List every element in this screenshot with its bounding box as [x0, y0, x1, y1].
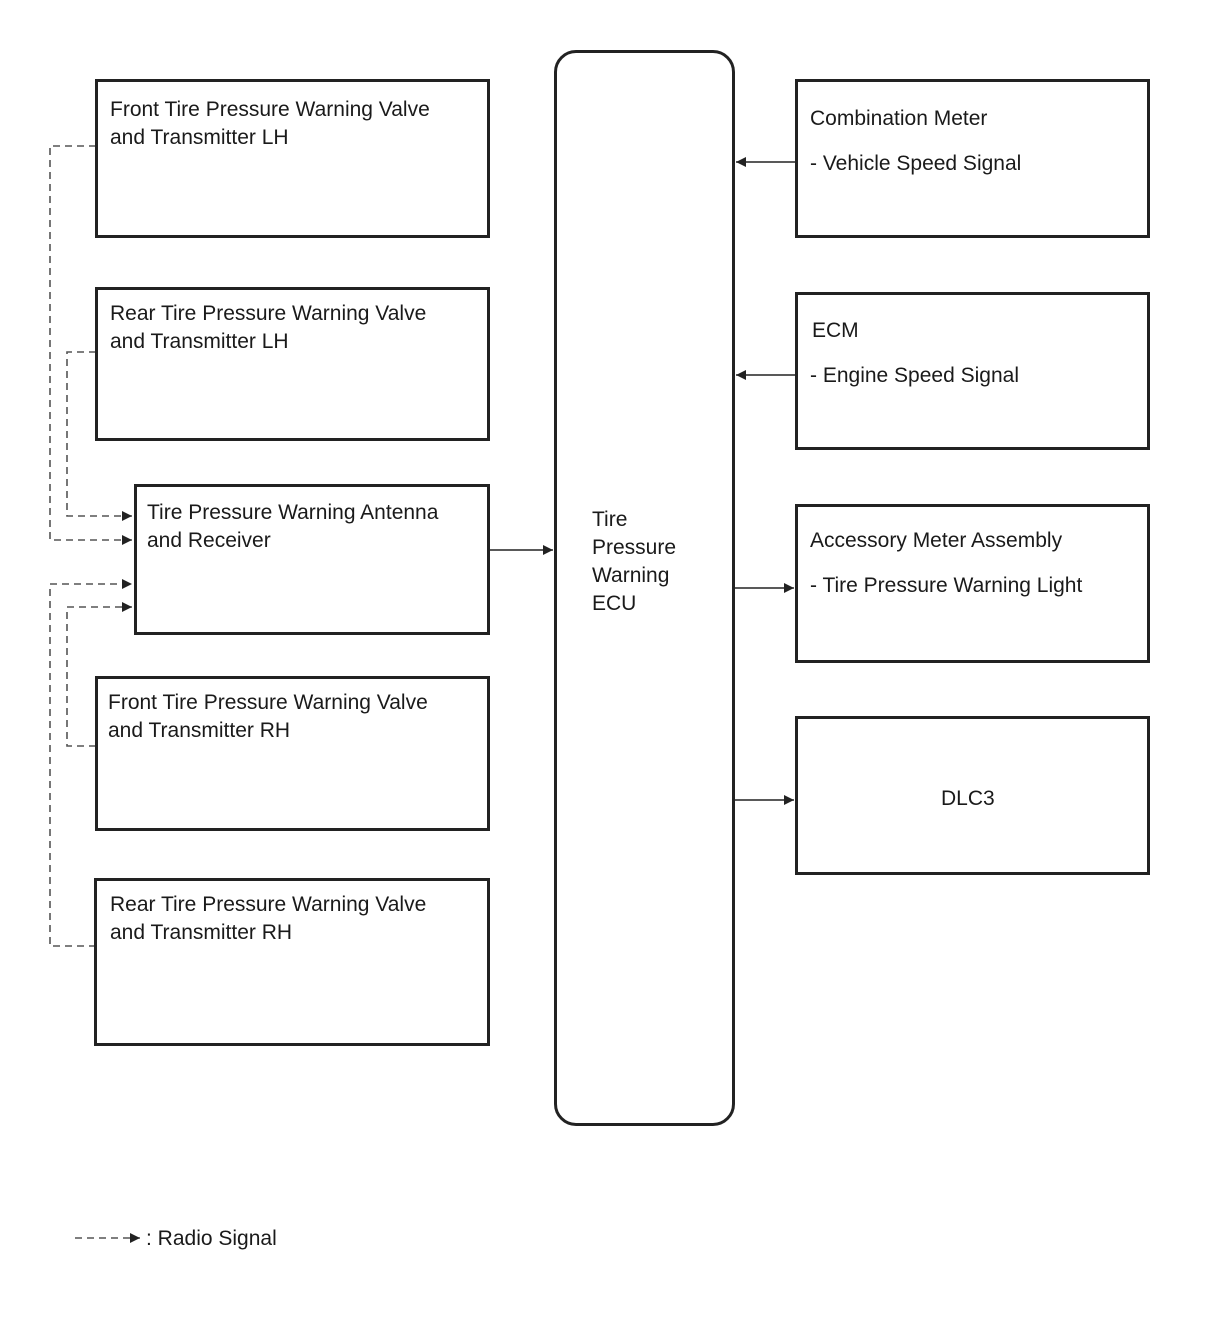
- front-rh-transmitter-box: Front Tire Pressure Warning Valve and Tr…: [95, 676, 490, 831]
- ecm-box: ECM - Engine Speed Signal: [795, 292, 1150, 450]
- antenna-receiver-label: Tire Pressure Warning Antenna and Receiv…: [147, 501, 439, 552]
- ecu-label: Tire Pressure Warning ECU: [592, 508, 677, 615]
- rear-lh-transmitter-box: Rear Tire Pressure Warning Valve and Tra…: [95, 287, 490, 441]
- front-lh-transmitter-box: Front Tire Pressure Warning Valve and Tr…: [95, 79, 490, 238]
- combination-meter-box: Combination Meter - Vehicle Speed Signal: [795, 79, 1150, 238]
- rear-rh-transmitter-label: Rear Tire Pressure Warning Valve and Tra…: [110, 893, 427, 944]
- tire-pressure-warning-light-label: - Tire Pressure Warning Light: [810, 574, 1083, 597]
- ecm-title: ECM: [812, 319, 859, 342]
- rear-rh-transmitter-box: Rear Tire Pressure Warning Valve and Tra…: [94, 878, 490, 1046]
- rear-lh-transmitter-label: Rear Tire Pressure Warning Valve and Tra…: [110, 302, 427, 353]
- radio-line-rear-lh: [66, 351, 132, 521]
- radio-line-rear-rh: [49, 579, 132, 947]
- dlc3-label: DLC3: [941, 787, 995, 810]
- vehicle-speed-signal-label: - Vehicle Speed Signal: [810, 152, 1022, 175]
- engine-speed-signal-label: - Engine Speed Signal: [810, 364, 1019, 387]
- front-rh-transmitter-label: Front Tire Pressure Warning Valve and Tr…: [108, 691, 428, 742]
- accessory-meter-title: Accessory Meter Assembly: [810, 529, 1063, 552]
- legend-label: : Radio Signal: [146, 1227, 277, 1250]
- combination-meter-title: Combination Meter: [810, 107, 988, 130]
- antenna-receiver-box: Tire Pressure Warning Antenna and Receiv…: [134, 484, 490, 635]
- accessory-meter-box: Accessory Meter Assembly - Tire Pressure…: [795, 504, 1150, 663]
- radio-line-front-lh: [49, 145, 132, 545]
- dlc3-box: DLC3: [795, 716, 1150, 875]
- radio-line-front-rh: [66, 602, 132, 747]
- front-lh-transmitter-label: Front Tire Pressure Warning Valve and Tr…: [110, 98, 430, 149]
- tire-pressure-warning-ecu-box: Tire Pressure Warning ECU: [554, 50, 735, 1126]
